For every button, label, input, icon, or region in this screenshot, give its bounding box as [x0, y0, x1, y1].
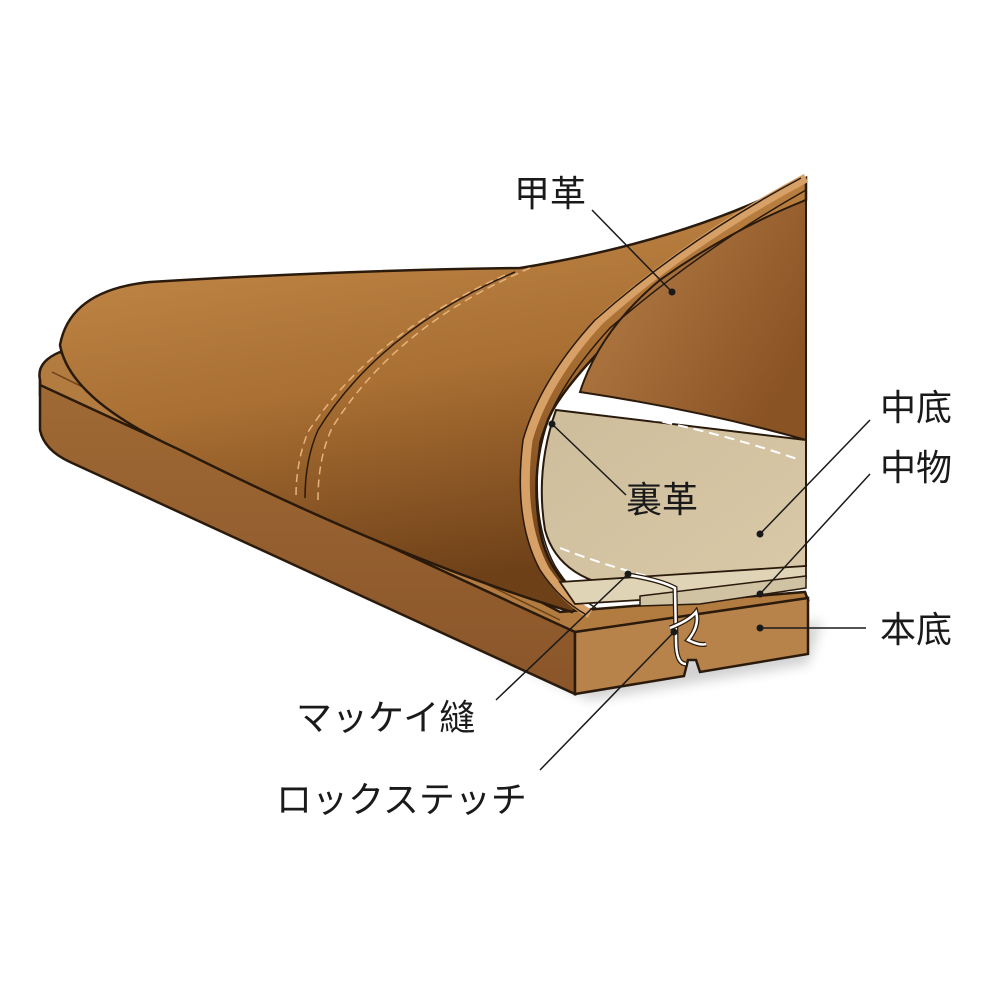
leader-lines — [495, 209, 871, 771]
label-upper-leather: 甲革 — [514, 174, 586, 215]
filler-shape — [558, 565, 807, 607]
lock-stitch-thread — [627, 572, 707, 667]
label-lining-leather: 裏革 — [626, 480, 698, 521]
leader-dots — [548, 288, 764, 636]
upper-leather-shape — [58, 174, 809, 618]
sole-shadow — [70, 430, 822, 700]
outsole-shape — [38, 350, 810, 696]
label-filler: 中物 — [880, 448, 952, 489]
label-mckay-stitch: マッケイ縫 — [296, 698, 475, 739]
label-lock-stitch: ロックステッチ — [276, 780, 527, 821]
label-outsole: 本底 — [880, 610, 952, 651]
label-insole: 中底 — [880, 388, 952, 429]
